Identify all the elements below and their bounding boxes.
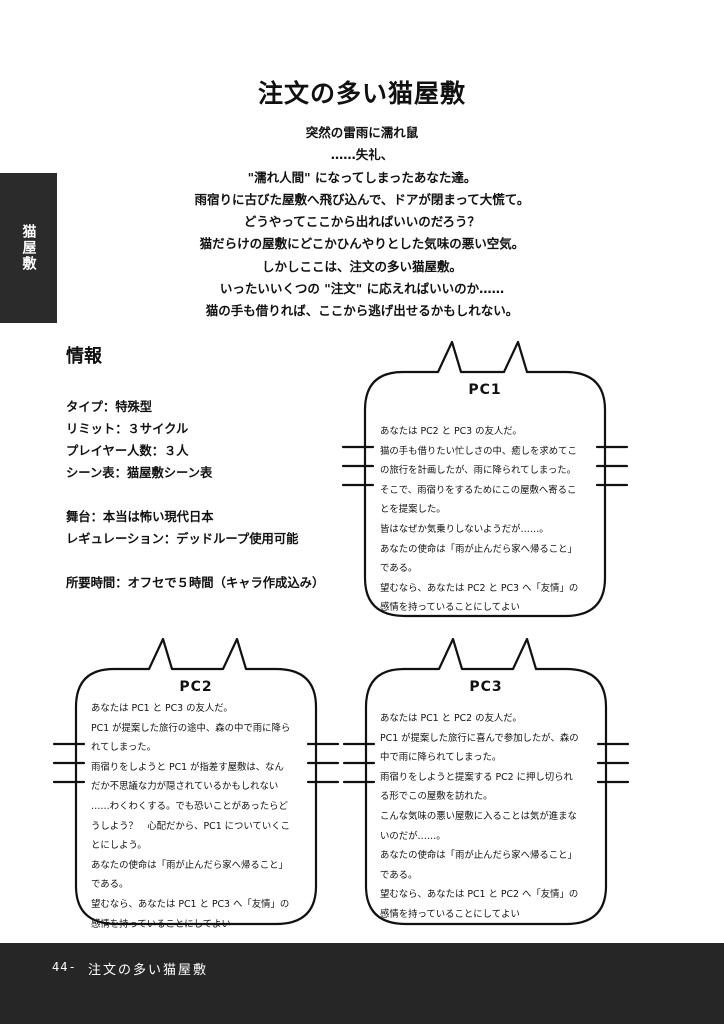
side-tab: 猫屋敷 [0,173,57,323]
pc3-text: あなたは PC1 と PC2 の友人だ。 PC1 が提案した旅行に喜んで参加した… [380,709,579,925]
pc3-line: こんな気味の悪い屋敷に入ることは気が進まな [380,810,577,822]
pc2-line: 雨宿りをしようと PC1 が指差す屋敷は、なん [91,761,284,773]
pc3-line: いのだが……。 [380,830,446,842]
pc1-text: あなたは PC2 と PC3 の友人だ。 猫の手も借りたい忙しさの中、癒しを求め… [380,422,578,618]
intro-line: 猫だらけの屋敷にどこかひんやりとした気味の悪い空気。 [199,236,525,252]
pc2-line: 望むなら、あなたは PC1 と PC3 へ「友情」の [91,898,290,910]
pc3-line: あなたは PC1 と PC2 の友人だ。 [380,713,522,724]
pc1-line: である。 [380,563,418,575]
pc2-line: あなたの使命は「雨が止んだら家へ帰ること」 [91,859,288,871]
footer-title: 注文の多い猫屋敷 [88,963,209,978]
intro-text: 突然の雷雨に濡れ鼠 ……失礼、 "濡れ人間" になってしまったあなた達。 雨宿り… [0,122,724,323]
pc2-line: PC1 が提案した旅行の途中、森の中で雨に降ら [91,722,291,734]
intro-line: ……失礼、 [330,147,394,163]
pc2-text: あなたは PC1 と PC3 の友人だ。 PC1 が提案した旅行の途中、森の中で… [91,699,290,934]
pc3-line: あなたの使命は「雨が止んだら家へ帰ること」 [380,850,577,862]
page-footer: 44- 注文の多い猫屋敷 [0,943,724,1024]
info-stage: 舞台：本当は怖い現代日本 [66,510,214,524]
info-regulation: レギュレーション：デッドループ使用可能 [66,532,299,546]
pc3-line: る形でこの屋敷を訪れた。 [380,791,493,803]
whiskers [52,445,630,784]
page-number: 44- [52,960,77,974]
info-heading: 情報 [66,346,102,367]
pc1-line: 猫の手も借りたい忙しさの中、癒しを求めてこ [380,445,577,457]
intro-line: どうやってここから出ればいいのだろう？ [243,214,481,230]
pc3-line: である。 [380,869,418,881]
info-scene-table: シーン表：猫屋敷シーン表 [66,466,213,480]
pc3-line: 中で雨に降られてしまった。 [380,752,502,764]
intro-line: しかしここは、注文の多い猫屋敷。 [261,258,462,274]
pc2-line: とにしよう。 [91,840,147,852]
pc1-cat-frame [363,340,607,618]
pc2-line: うしよう？ 心配だから、PC1 についていくこ [91,820,290,832]
pc1-line: の旅行を計画したが、雨に降られてしまった。 [380,465,577,477]
intro-line: 猫の手も借りれば、ここから逃げ出せるかもしれない。 [205,303,519,319]
pc1-title: PC1 [468,382,502,398]
info-type: タイプ：特殊型 [66,400,153,414]
pc1-line: あなたは PC2 と PC3 の友人だ。 [380,426,522,437]
pc1-line: とを提案した。 [380,504,446,516]
pc3-line: 感情を持っていることにしてよい [380,908,520,920]
pc1-line: 感情を持っていることにしてよい [380,602,520,614]
pc1-line: 皆はなぜか気乗りしないようだが……。 [380,523,549,535]
pc2-line: れてしまった。 [91,742,156,754]
pc1-line: あなたの使命は「雨が止んだら家へ帰ること」 [380,543,577,555]
page-title: 注文の多い猫屋敷 [257,79,466,108]
intro-line: 雨宿りに古びた屋敷へ飛び込んで、ドアが閉まって大慌て。 [194,191,530,207]
pc3-line: 望むなら、あなたは PC1 と PC2 へ「友情」の [380,889,579,901]
pc3-cat-frame [364,637,608,926]
pc2-line: である。 [91,879,129,891]
pc2-title: PC2 [179,679,213,695]
pc2-cat-frame [74,637,318,926]
info-time: 所要時間：オフセで５時間（キャラ作成込み） [66,576,325,590]
pc2-line: だか不思議な力が隠されているかもしれない [91,781,279,793]
info-list: タイプ：特殊型 リミット：３サイクル プレイヤー人数：３人 シーン表：猫屋敷シー… [66,396,324,594]
intro-line: 突然の雷雨に濡れ鼠 [305,125,419,140]
pc1-line: 望むなら、あなたは PC2 と PC3 へ「友情」の [380,582,579,594]
pc1-line: そこで、雨宿りをするためにこの屋敷へ寄るこ [380,484,577,496]
intro-line: "濡れ人間" になってしまったあなた達。 [247,169,477,185]
pc3-line: PC1 が提案した旅行に喜んで参加したが、森の [380,732,579,744]
side-tab-label: 猫屋敷 [20,224,37,272]
info-limit: リミット：３サイクル [66,422,189,436]
intro-line: いったいいくつの "注文" に応えればいいのか…… [219,281,505,297]
pc3-title: PC3 [469,679,503,695]
pc3-line: 雨宿りをしようと提案する PC2 に押し切られ [380,771,573,783]
info-players: プレイヤー人数：３人 [66,444,189,458]
pc2-line: ……わくわくする。でも恐いことがあったらど [91,800,288,812]
pc2-line: あなたは PC1 と PC3 の友人だ。 [91,703,233,714]
pc2-line: 感情を持っていることにしてよい [91,918,231,930]
